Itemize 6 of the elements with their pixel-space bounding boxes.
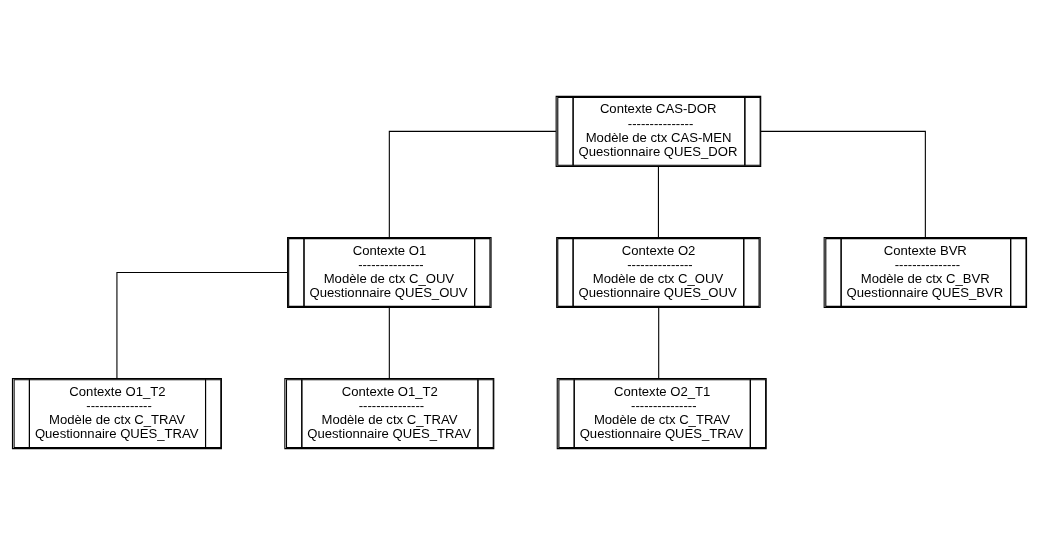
connector <box>388 130 557 238</box>
connector <box>388 307 390 379</box>
connector <box>116 271 289 379</box>
connector <box>760 130 926 238</box>
connector <box>658 307 660 379</box>
connector <box>657 166 659 238</box>
